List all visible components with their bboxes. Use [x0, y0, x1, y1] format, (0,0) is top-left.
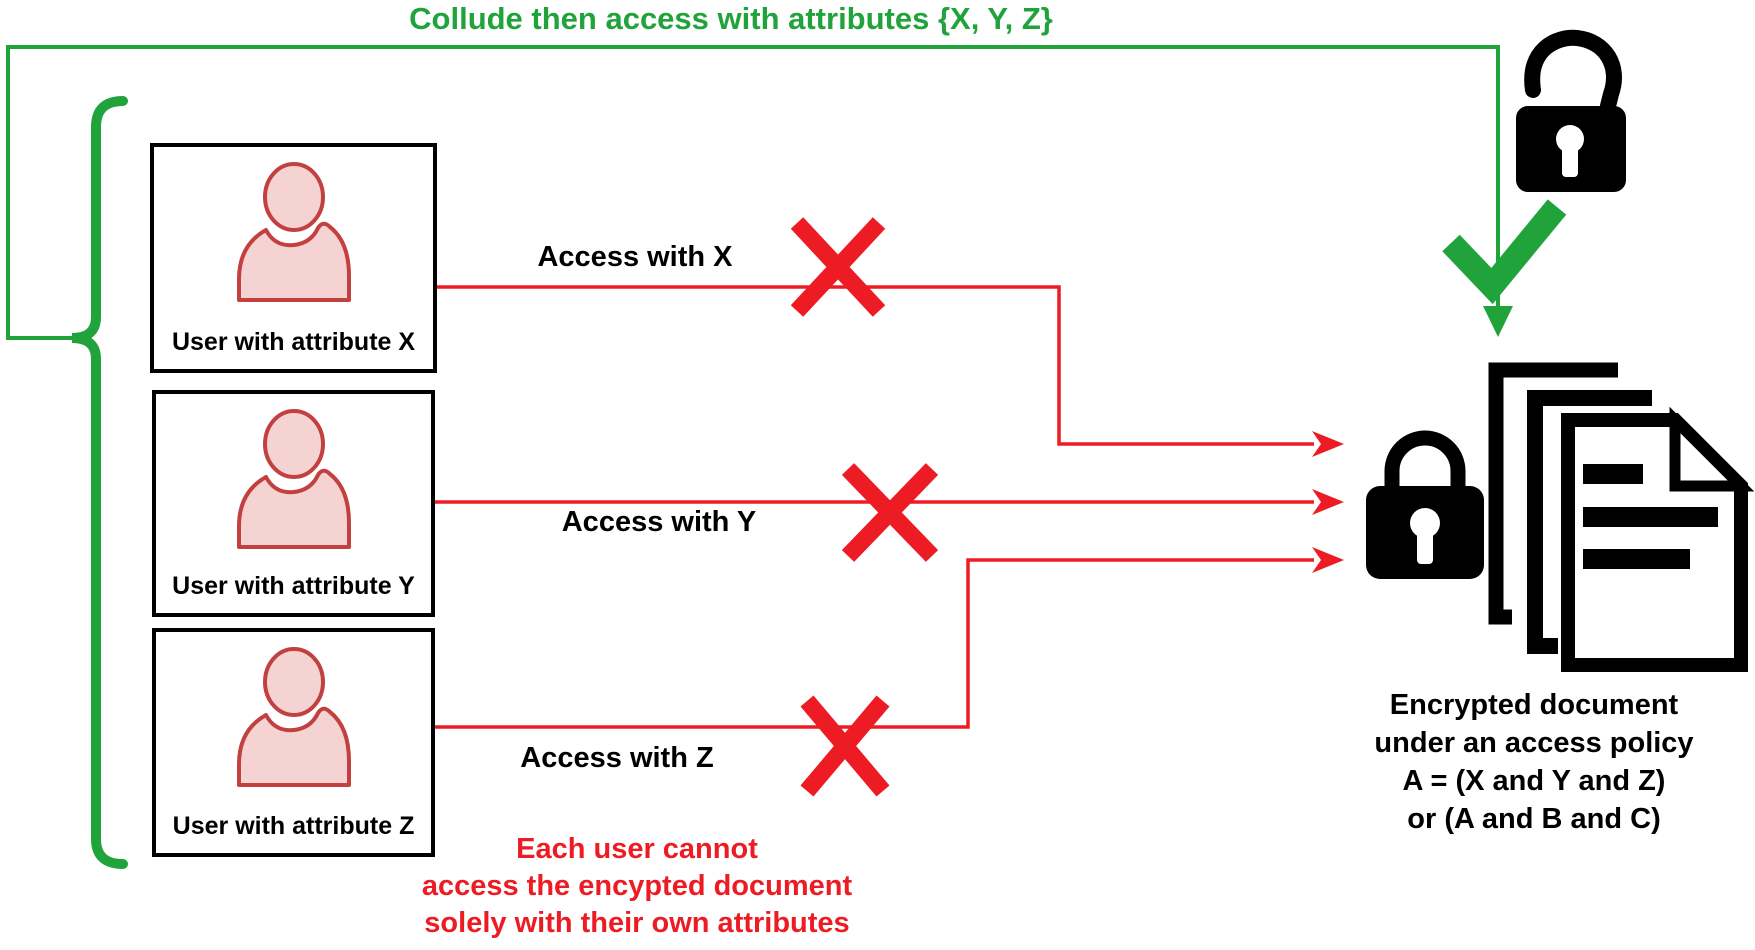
note-line: Each user cannot	[516, 833, 758, 865]
user-icon	[236, 162, 351, 302]
curly-brace-icon	[71, 96, 128, 869]
caption-line: A = (X and Y and Z)	[1402, 765, 1666, 797]
encrypted-doc-caption: Encrypted document under an access polic…	[1374, 686, 1693, 838]
user-label: User with attribute X	[171, 328, 416, 356]
user-box-z: User with attribute Z	[152, 628, 435, 857]
x-mark-icon	[841, 463, 939, 562]
note-line: solely with their own attributes	[424, 907, 850, 939]
user-icon	[236, 409, 351, 549]
closed-padlock-icon	[1366, 430, 1484, 579]
checkmark-icon	[1442, 199, 1567, 305]
user-label: User with attribute Z	[172, 812, 415, 840]
access-label-x: Access with X	[537, 241, 733, 273]
note-line: access the encypted document	[421, 870, 853, 902]
collude-path	[6, 45, 1513, 340]
document-stack-icon	[1488, 362, 1755, 672]
open-padlock-icon	[1516, 29, 1626, 192]
caption-line: or (A and B and C)	[1407, 803, 1661, 835]
x-mark-icon	[800, 695, 890, 797]
access-line-z	[435, 547, 1344, 729]
access-label-z: Access with Z	[520, 742, 714, 774]
x-mark-icon	[790, 217, 886, 317]
user-label: User with attribute Y	[172, 572, 415, 600]
user-icon	[236, 647, 351, 787]
access-line-x	[437, 285, 1344, 457]
access-label-y: Access with Y	[561, 506, 757, 538]
collude-title: Collude then access with attributes {X, …	[409, 1, 1053, 36]
user-box-y: User with attribute Y	[152, 390, 435, 617]
caption-line: under an access policy	[1374, 727, 1694, 759]
user-box-x: User with attribute X	[150, 143, 437, 373]
caption-line: Encrypted document	[1389, 689, 1679, 721]
collusion-note: Each user cannot access the encypted doc…	[422, 831, 852, 942]
